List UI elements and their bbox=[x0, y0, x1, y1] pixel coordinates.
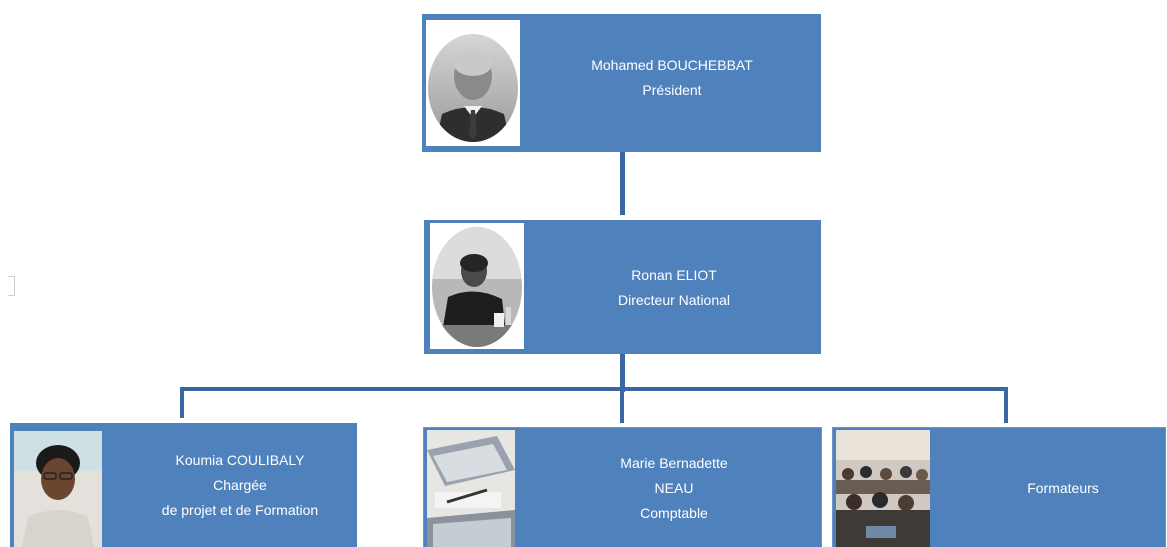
director-box: Ronan ELIOT Directeur National bbox=[424, 220, 821, 354]
director-name: Ronan ELIOT bbox=[631, 267, 717, 283]
director-label: Ronan ELIOT Directeur National bbox=[554, 258, 794, 318]
staff-box-1: Koumia COULIBALY Chargée de projet et de… bbox=[10, 423, 357, 547]
bracket-mark bbox=[8, 276, 15, 296]
president-role: Président bbox=[642, 82, 702, 98]
staff-1-role-line-1: Chargée bbox=[213, 476, 267, 493]
staff-3-label: Formateurs bbox=[1003, 468, 1123, 508]
portrait-man-suit-icon bbox=[426, 20, 520, 146]
staff-box-2: Marie Bernadette NEAU Comptable bbox=[423, 427, 822, 547]
staff-3-name: Formateurs bbox=[1027, 479, 1099, 496]
connector-horizontal bbox=[180, 387, 1008, 391]
president-name: Mohamed BOUCHEBBAT bbox=[591, 57, 753, 73]
staff-2-name-line-2: NEAU bbox=[654, 479, 694, 496]
laptop-desk-icon bbox=[427, 430, 515, 547]
staff-box-3: Formateurs bbox=[832, 427, 1166, 547]
classroom-icon bbox=[836, 430, 930, 547]
staff-2-name-line-1: Marie Bernadette bbox=[620, 454, 728, 471]
connector-director-down bbox=[620, 354, 625, 392]
president-box: Mohamed BOUCHEBBAT Président bbox=[422, 14, 821, 152]
staff-1-role-line-2: de projet et de Formation bbox=[161, 501, 319, 518]
connector-president-director bbox=[620, 152, 625, 215]
staff-1-name: Koumia COULIBALY bbox=[175, 451, 305, 468]
connector-staff-3 bbox=[1004, 387, 1008, 423]
staff-1-label: Koumia COULIBALY Chargée de projet et de… bbox=[128, 445, 352, 525]
president-label: Mohamed BOUCHEBBAT Président bbox=[552, 48, 792, 108]
staff-2-label: Marie Bernadette NEAU Comptable bbox=[554, 448, 794, 528]
portrait-man-desk-icon bbox=[430, 223, 524, 349]
staff-2-role: Comptable bbox=[640, 504, 708, 521]
director-role: Directeur National bbox=[617, 292, 731, 308]
connector-staff-2 bbox=[620, 387, 624, 423]
portrait-woman-icon bbox=[14, 431, 102, 547]
connector-staff-1 bbox=[180, 387, 184, 418]
